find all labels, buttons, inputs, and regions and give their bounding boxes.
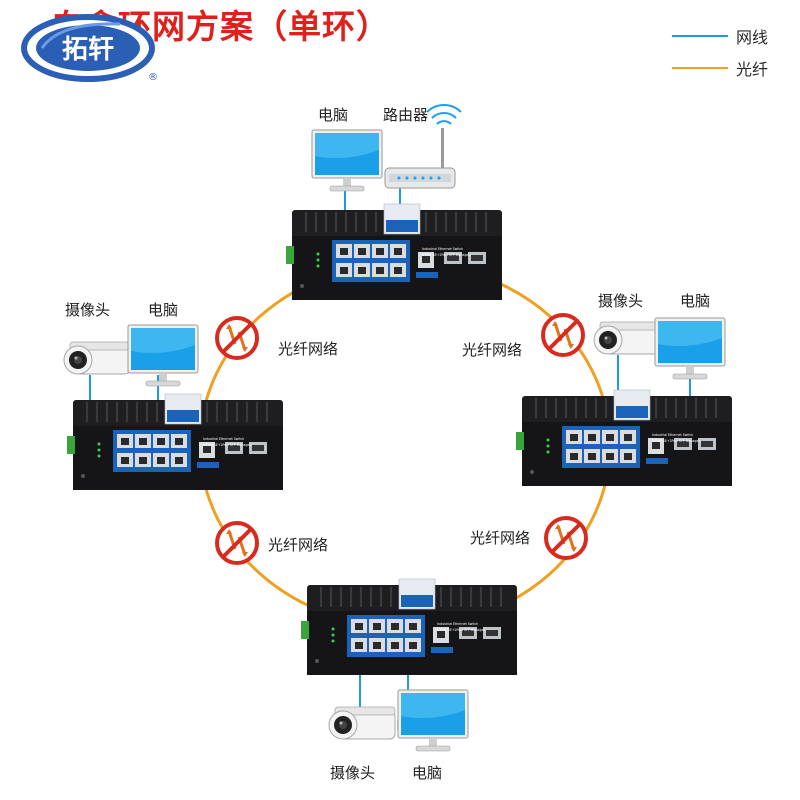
- switch-bottom-label-2: 8 Port GE+2Port SFP Managed: [437, 628, 485, 632]
- switch-right: Industrial Ethernet Switch 8 Port GE+2Po…: [514, 388, 734, 488]
- camera-icon: [328, 706, 406, 740]
- switch-left-label-1: Industrial Ethernet Switch: [203, 437, 244, 441]
- top-router-label: 路由器: [383, 106, 428, 124]
- left-camera-label: 摄像头: [65, 301, 110, 319]
- bottom-computer-label: 电脑: [412, 764, 442, 782]
- switch-right-label-1: Industrial Ethernet Switch: [652, 433, 693, 437]
- legend-label-fiber: 光纤: [736, 60, 769, 79]
- monitor-icon: [654, 317, 726, 380]
- legend-item-cable: 网线: [672, 24, 782, 48]
- switch-top-label-2: 8 Port GE+2Port SFP Managed: [422, 253, 470, 257]
- monitor-icon: [127, 324, 199, 387]
- registered-mark: ®: [148, 72, 158, 83]
- ring-label-upper-left: 光纤网络: [278, 340, 338, 358]
- left-computer-label: 电脑: [148, 301, 178, 319]
- no-loop-icon: [215, 521, 259, 565]
- brand-logo: 拓轩 ®: [21, 14, 158, 83]
- ring-label-lower-left: 光纤网络: [268, 536, 328, 554]
- ring-label-lower-right: 光纤网络: [470, 529, 530, 547]
- brand-name: 拓轩: [62, 35, 114, 65]
- switch-left-label-2: 8 Port GE+2Port SFP Managed: [203, 443, 251, 447]
- legend-item-fiber: 光纤: [672, 56, 782, 80]
- legend-label-cable: 网线: [736, 28, 769, 47]
- no-loop-icon: [541, 313, 585, 357]
- no-loop-icon: [215, 316, 259, 360]
- bottom-camera-label: 摄像头: [330, 764, 375, 782]
- switch-left: Industrial Ethernet Switch 8 Port GE+2Po…: [65, 392, 285, 492]
- monitor-icon: [397, 689, 469, 752]
- legend-swatch-fiber: [672, 67, 728, 69]
- switch-bottom: Industrial Ethernet Switch 8 Port GE+2Po…: [299, 577, 519, 677]
- right-camera-label: 摄像头: [598, 292, 643, 310]
- ring-label-upper-right: 光纤网络: [462, 341, 522, 359]
- switch-bottom-label-1: Industrial Ethernet Switch: [437, 622, 478, 626]
- legend-swatch-cable: [672, 35, 728, 37]
- switch-top: Industrial Ethernet Switch 8 Port GE+2Po…: [284, 202, 504, 302]
- top-computer-label: 电脑: [318, 106, 348, 124]
- right-computer-label: 电脑: [680, 292, 710, 310]
- switch-top-label-1: Industrial Ethernet Switch: [422, 247, 463, 251]
- switch-right-label-2: 8 Port GE+2Port SFP Managed: [652, 439, 700, 443]
- monitor-icon: [311, 129, 383, 192]
- no-loop-icon: [544, 516, 588, 560]
